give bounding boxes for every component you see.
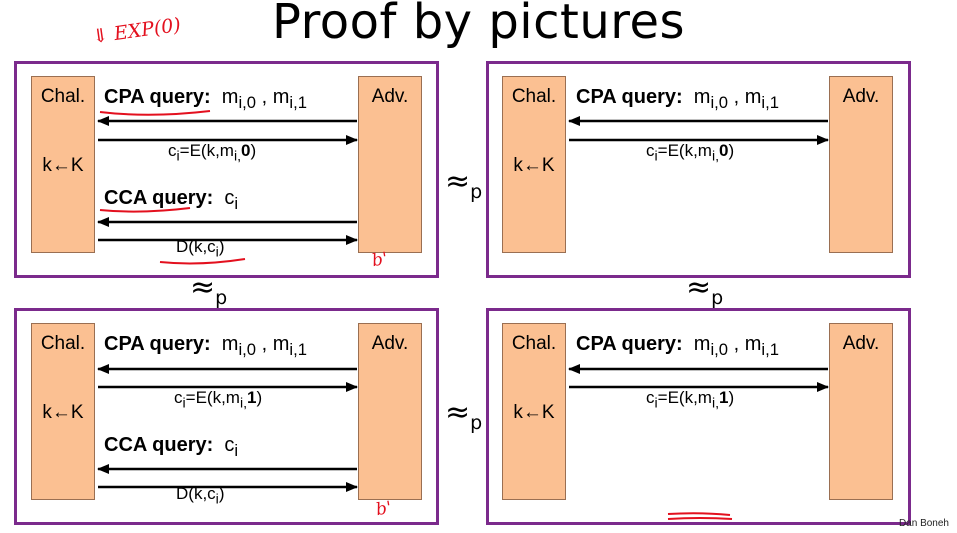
adversary-label: Adv. (842, 333, 880, 354)
adversary-box: Adv. (358, 323, 422, 500)
bit-label: 1 (719, 388, 729, 407)
approx-symbol-top: ≈p (445, 164, 483, 203)
panel-bottom-right (486, 308, 911, 525)
adversary-box: Adv. (829, 323, 893, 500)
cpa-response: ci=E(k,mi,1) (174, 388, 263, 412)
adversary-label: Adv. (842, 86, 880, 107)
cpa-response: ci=E(k,mi,1) (646, 388, 735, 412)
adversary-label: Adv. (371, 333, 409, 354)
red-underline-dec (159, 258, 246, 265)
author-credit: Dan Boneh (898, 518, 949, 529)
key-gen-label: k←K (513, 155, 555, 176)
cpa-query-label: CPA query: (576, 86, 683, 108)
challenger-box: Chal. k←K (502, 323, 566, 500)
cpa-response: ci=E(k,mi,0) (646, 141, 735, 165)
cca-query-label: CCA query: (104, 434, 214, 456)
panel-top-left (14, 61, 439, 278)
panel-top-right (486, 61, 911, 278)
cpa-query: CPA query: mi,0 , mi,1 (104, 333, 307, 359)
approx-symbol-bottom: ≈p (445, 395, 483, 434)
bit-label: 0 (241, 141, 251, 160)
challenger-box: Chal. k←K (502, 76, 566, 253)
cpa-query: CPA query: mi,0 , mi,1 (576, 86, 779, 112)
challenger-box: Chal. k←K (31, 323, 95, 500)
key-gen-label: k←K (42, 402, 84, 423)
panel-bottom-left (14, 308, 439, 525)
cpa-query-label: CPA query: (104, 86, 211, 108)
adversary-box: Adv. (358, 76, 422, 253)
approx-symbol-right: ≈p (686, 270, 724, 309)
approx-symbol-left: ≈p (190, 270, 228, 309)
challenger-label: Chal. (511, 86, 557, 107)
cpa-query: CPA query: mi,0 , mi,1 (104, 86, 307, 112)
challenger-label: Chal. (40, 86, 86, 107)
challenger-label: Chal. (40, 333, 86, 354)
cpa-query-label: CPA query: (104, 333, 211, 355)
bit-label: 1 (247, 388, 257, 407)
cpa-query-label: CPA query: (576, 333, 683, 355)
key-gen-label: k←K (513, 402, 555, 423)
adversary-box: Adv. (829, 76, 893, 253)
challenger-box: Chal. k←K (31, 76, 95, 253)
challenger-label: Chal. (511, 333, 557, 354)
cca-query: CCA query: ci (104, 434, 239, 460)
key-gen-label: k←K (42, 155, 84, 176)
adversary-label: Adv. (371, 86, 409, 107)
slide-title: Proof by pictures (272, 0, 685, 50)
cca-query-label: CCA query: (104, 187, 214, 209)
red-underline-cca (99, 207, 191, 213)
cpa-query: CPA query: mi,0 , mi,1 (576, 333, 779, 359)
cca-query: CCA query: ci (104, 187, 239, 213)
cpa-response: ci=E(k,mi,0) (168, 141, 257, 165)
bit-label: 0 (719, 141, 729, 160)
cca-response: D(k,ci) (176, 237, 225, 261)
red-scribble-bottom (667, 512, 733, 520)
red-underline-cpa (99, 110, 211, 116)
cca-response: D(k,ci) (176, 484, 225, 508)
